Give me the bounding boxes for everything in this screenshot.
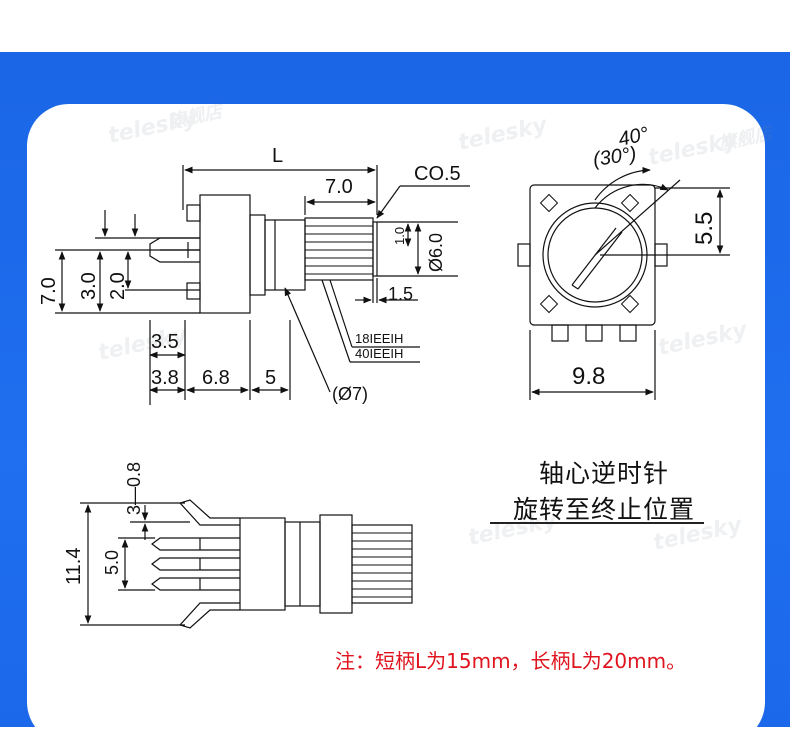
- shaft-length-footnote: 注：短柄L为15mm，长柄L为20mm。: [335, 649, 687, 673]
- dim-7-0-vertical-label: 7.0: [38, 277, 60, 305]
- dim-6-8-label: 6.8: [202, 367, 230, 389]
- rotation-note-line1: 轴心逆时针: [538, 459, 669, 488]
- dim-5-label: 5: [265, 367, 276, 389]
- rotation-note-line2: 旋转至终止位置: [512, 495, 695, 524]
- dim-phi7-label: (Ø7): [332, 384, 368, 404]
- dim-3-0-label: 3.0: [78, 272, 100, 300]
- drawing-panel: [27, 104, 765, 744]
- dim-18ieeih-label: 18IEEIH: [355, 331, 403, 346]
- dim-3-5-label: 3.5: [151, 331, 179, 353]
- potentiometer-dimension-drawing: telesky telesky telesky telesky telesky …: [38, 100, 777, 629]
- dim-3-8-label: 3.8: [151, 367, 179, 389]
- front-view: [517, 184, 668, 342]
- bottom-view: [151, 499, 413, 629]
- dim-1-0-label: 1.0: [392, 227, 407, 245]
- dim-5-5-label: 5.5: [691, 212, 718, 245]
- watermark-text: telesky: [456, 112, 551, 156]
- dim-phi6-label: Ø6.0: [426, 233, 446, 272]
- dim-2-0-label: 2.0: [107, 272, 129, 300]
- angle-30-label: (30°): [592, 143, 638, 171]
- top-white-strip: [0, 0, 790, 52]
- dim-chamfer-label: CO.5: [414, 163, 461, 185]
- dim-L-label: L: [272, 145, 283, 167]
- note-underline: [490, 522, 704, 524]
- watermark-text: telesky: [656, 317, 751, 361]
- dim-3-0-8-label: 3—0.8: [124, 462, 144, 515]
- dim-5-0-label: 5.0: [102, 550, 122, 575]
- watermark-shop: 旗舰店: [716, 122, 777, 155]
- dim-1-5-label: 1.5: [388, 284, 413, 304]
- dim-9-8-label: 9.8: [572, 363, 605, 390]
- dim-40ieeih-label: 40IEEIH: [355, 346, 403, 361]
- dim-7-0-label: 7.0: [325, 176, 353, 198]
- dim-11-4-label: 11.4: [63, 548, 85, 585]
- side-view: [149, 194, 378, 314]
